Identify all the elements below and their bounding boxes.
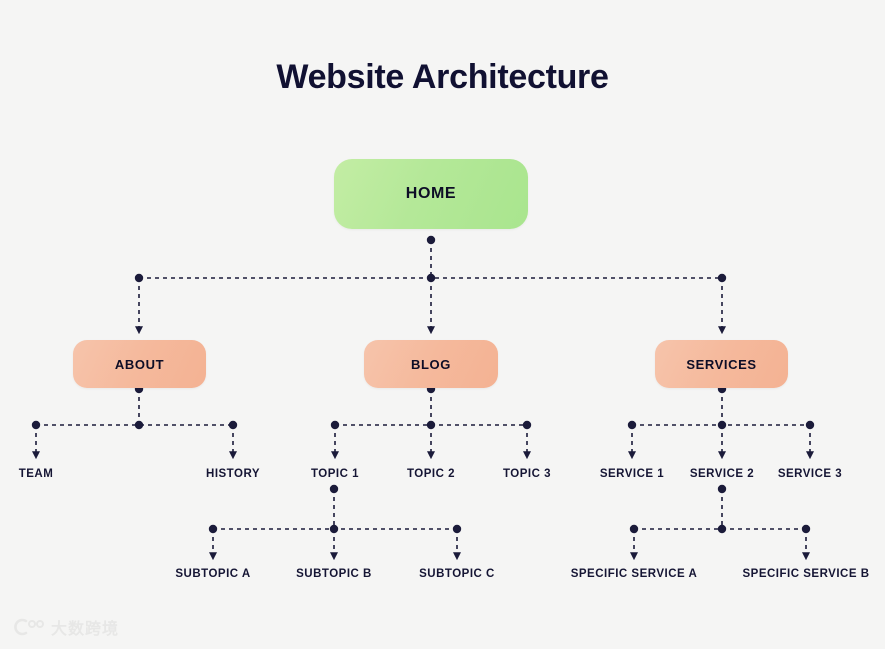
leaf-topic-3[interactable]: TOPIC 3: [502, 468, 552, 480]
node-services[interactable]: SERVICES: [655, 340, 788, 388]
node-blog[interactable]: BLOG: [364, 340, 498, 388]
page-title: Website Architecture: [276, 58, 609, 96]
leaf-topic-2[interactable]: TOPIC 2: [406, 468, 456, 480]
node-blog-label: BLOG: [411, 356, 451, 372]
leaf-specific-service-a[interactable]: SPECIFIC SERVICE A: [570, 568, 698, 580]
leaf-topic-1[interactable]: TOPIC 1: [310, 468, 360, 480]
leaf-subtopic-b[interactable]: SUBTOPIC B: [296, 568, 372, 580]
watermark: 大数跨境: [14, 615, 119, 639]
leaf-service-2[interactable]: SERVICE 2: [689, 468, 755, 480]
leaf-service-1[interactable]: SERVICE 1: [599, 468, 665, 480]
node-home-label: HOME: [405, 185, 457, 202]
node-about-label: ABOUT: [114, 356, 165, 372]
leaf-subtopic-a[interactable]: SUBTOPIC A: [175, 568, 251, 580]
leaf-specific-service-b[interactable]: SPECIFIC SERVICE B: [742, 568, 870, 580]
node-home[interactable]: HOME: [334, 159, 528, 229]
leaf-history[interactable]: HISTORY: [206, 468, 260, 480]
leaf-team[interactable]: TEAM: [18, 468, 54, 480]
leaf-subtopic-c[interactable]: SUBTOPIC C: [419, 568, 495, 580]
node-services-label: SERVICES: [686, 356, 757, 372]
leaf-service-3[interactable]: SERVICE 3: [777, 468, 843, 480]
circle-dots-logo-icon: [14, 618, 44, 636]
watermark-text: 大数跨境: [51, 621, 120, 638]
node-about[interactable]: ABOUT: [73, 340, 206, 388]
